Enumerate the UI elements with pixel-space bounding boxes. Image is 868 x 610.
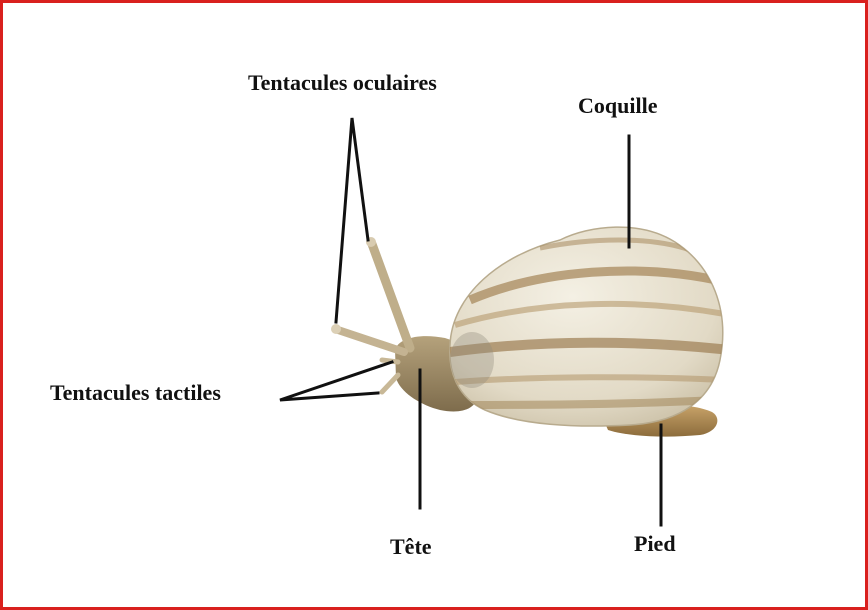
label-eye-tentacles: Tentacules oculaires [248,70,437,95]
tactile-tentacle-lower [382,375,398,392]
label-head: Tête [390,534,432,559]
leader-eye-tentacles [336,118,368,322]
eye-tentacle-front [338,330,404,352]
eye-tentacle-rear [372,244,410,348]
eye-tentacle-front-tip [331,324,341,334]
label-shell: Coquille [578,93,658,118]
label-foot: Pied [634,531,676,556]
leader-tactile-tentacles [280,362,392,400]
snail-shell [450,227,723,426]
label-tactile-tentacles: Tentacules tactiles [50,380,221,405]
snail-illustration [331,227,730,436]
